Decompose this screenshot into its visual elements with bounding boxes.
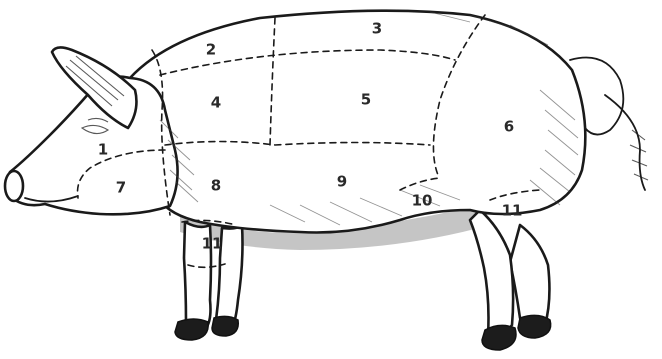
cut-label-10: 10 xyxy=(412,192,433,210)
cut-label-11-front: 11 xyxy=(202,235,223,253)
front-hoof-near xyxy=(175,319,208,340)
front-hoof-far xyxy=(212,316,238,336)
cut-label-2: 2 xyxy=(206,41,216,59)
rear-hoof-near xyxy=(482,325,516,350)
rear-leg-far xyxy=(510,225,549,326)
cut-label-11-rear: 11 xyxy=(502,202,523,220)
pig-body xyxy=(130,11,585,233)
cut-label-4: 4 xyxy=(211,94,221,112)
cut-label-8: 8 xyxy=(211,177,221,195)
rear-leg-near xyxy=(470,210,513,336)
cut-label-9: 9 xyxy=(337,173,347,191)
cut-label-1: 1 xyxy=(98,141,108,159)
cut-label-5: 5 xyxy=(361,91,371,109)
cut-label-3: 3 xyxy=(372,20,382,38)
cut-label-7: 7 xyxy=(116,179,126,197)
pig-snout xyxy=(5,171,23,201)
rear-hoof-far xyxy=(518,315,551,338)
cut-label-6: 6 xyxy=(504,118,514,136)
